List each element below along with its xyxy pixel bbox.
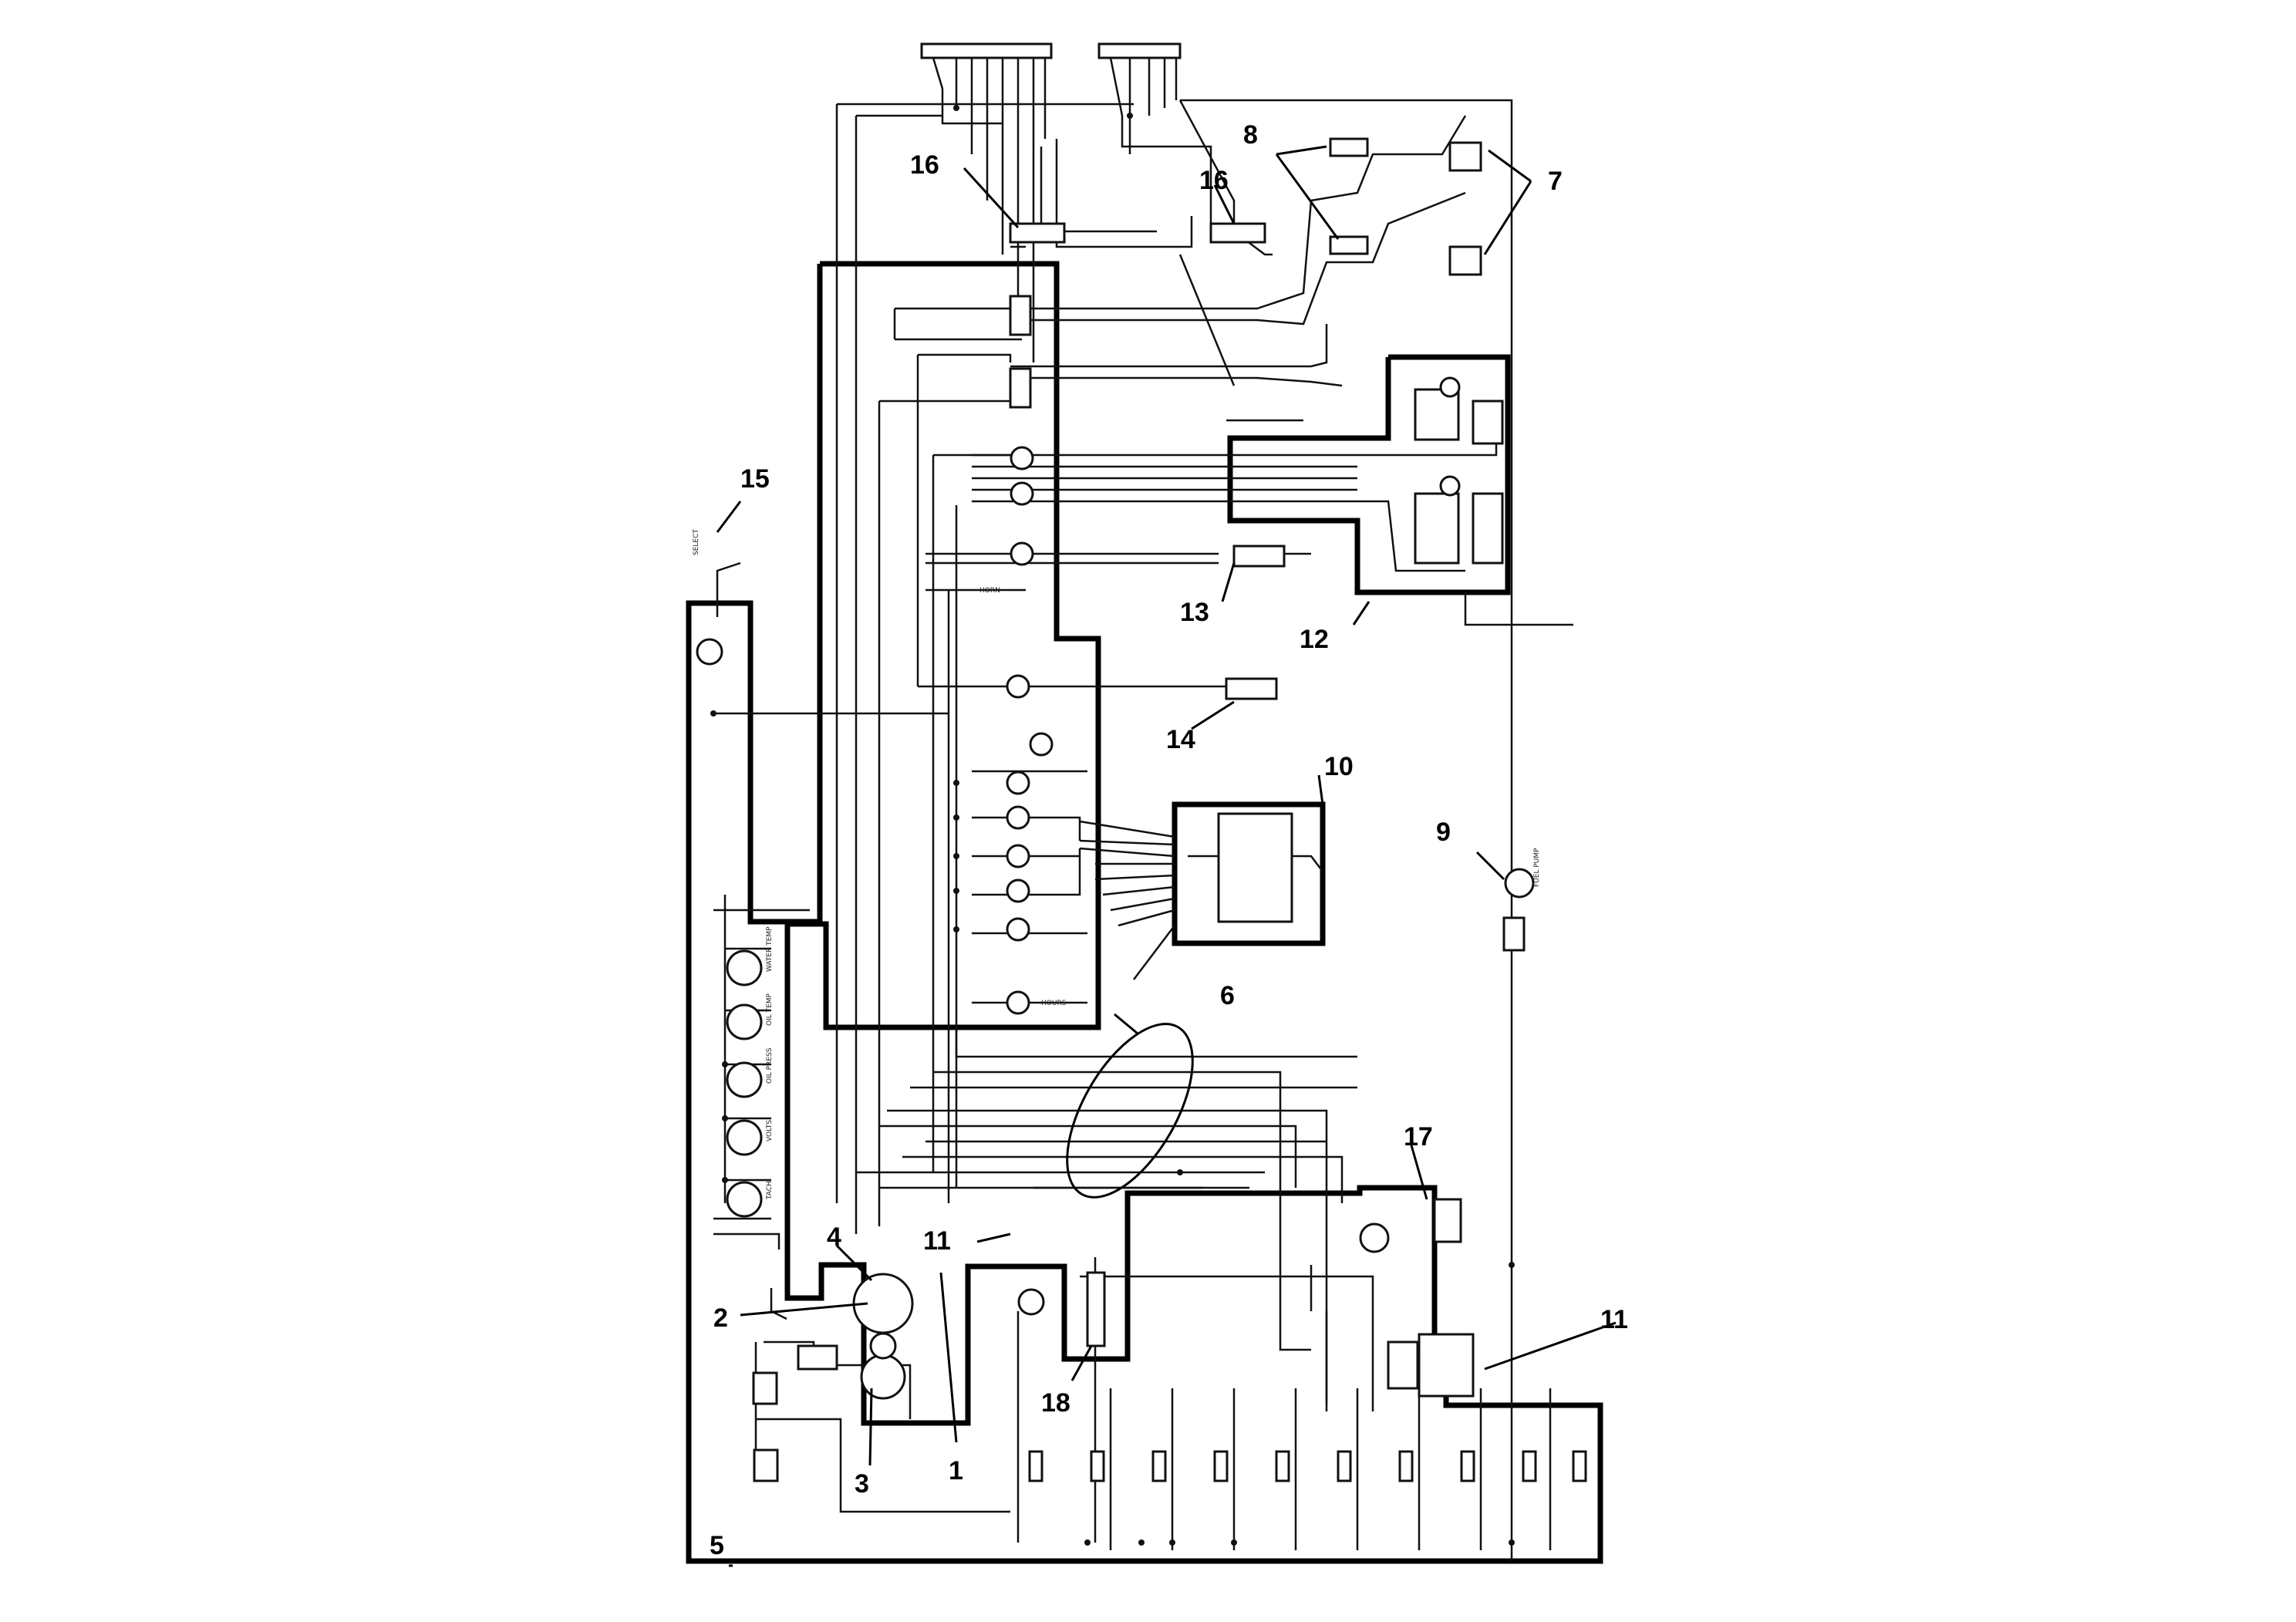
relay-17 — [1433, 1198, 1462, 1243]
label-fuel-pump: FUEL PUMP — [1533, 848, 1541, 887]
callout-15: 15 — [740, 464, 770, 494]
gauges — [696, 376, 1535, 1400]
callout-16a: 16 — [910, 150, 939, 180]
callout-1: 1 — [949, 1456, 963, 1485]
top-connector-right — [1097, 42, 1182, 59]
relay-start — [797, 1344, 838, 1371]
callout-11a: 11 — [923, 1226, 951, 1256]
coil-16b — [1209, 222, 1266, 244]
callout-leaders — [716, 145, 1617, 1567]
top-connector-left — [920, 42, 1053, 59]
label-horn: HORN — [979, 587, 1000, 595]
label-hours: HOURS — [1041, 1000, 1067, 1007]
callout-6: 6 — [1220, 981, 1235, 1010]
callout-12: 12 — [1300, 625, 1329, 654]
connector-8a — [1329, 137, 1369, 157]
wiring — [696, 42, 1587, 1561]
relay-11b — [1387, 1340, 1419, 1390]
callout-13: 13 — [1180, 598, 1209, 627]
relay-lower — [1009, 367, 1032, 409]
callout-18: 18 — [1041, 1388, 1070, 1418]
components — [752, 137, 1526, 1482]
fuse-row — [1028, 1450, 1587, 1482]
callout-7a: 7 — [1548, 167, 1563, 196]
module-7b — [1448, 245, 1482, 276]
callout-2: 2 — [713, 1303, 728, 1333]
module-18 — [1086, 1271, 1106, 1347]
module-7a — [1448, 141, 1482, 172]
label-water-temp: WATER TEMP — [766, 926, 774, 972]
label-select-switch: SELECT — [693, 529, 700, 555]
coil-13 — [1232, 545, 1286, 568]
label-oil-press: OIL PRESS — [766, 1047, 774, 1084]
module-11b — [1418, 1333, 1475, 1398]
harness-ellipse-6 — [1066, 1023, 1194, 1199]
relay-5 — [753, 1448, 779, 1482]
callout-5: 5 — [710, 1531, 724, 1560]
label-oil-temp: OIL TEMP — [766, 993, 774, 1026]
callout-17: 17 — [1404, 1122, 1433, 1152]
switch-9 — [1502, 916, 1526, 952]
switch-left — [752, 1371, 778, 1405]
component-labels: SELECT FUEL PUMP HORN TACH VOLTS OIL PRE… — [693, 529, 1541, 1200]
callout-10: 10 — [1324, 752, 1354, 781]
coil-16a — [1009, 222, 1066, 244]
callout-11b: 11 — [1600, 1305, 1628, 1334]
callout-numbers: 1 2 3 4 5 6 7 8 9 10 11 11 12 13 14 15 1… — [710, 120, 1628, 1560]
relay-upper — [1009, 295, 1032, 336]
callout-8: 8 — [1243, 120, 1258, 150]
label-volts: VOLTS — [766, 1120, 774, 1141]
region-12-outline — [1227, 354, 1511, 595]
terminal-block-10 — [1217, 812, 1293, 923]
connector-8b — [1329, 235, 1369, 255]
panel-outline — [686, 261, 1603, 1564]
label-tach: TACH — [766, 1181, 774, 1200]
callout-3: 3 — [855, 1469, 869, 1499]
contactor-a — [1414, 388, 1460, 441]
region-10-outline — [1172, 801, 1326, 946]
contactor-c — [1472, 400, 1504, 445]
callout-14: 14 — [1166, 725, 1195, 754]
callout-16b: 16 — [1199, 166, 1229, 195]
coil-14 — [1225, 677, 1278, 700]
junction-dots — [710, 105, 1515, 1546]
contactor-d — [1472, 492, 1504, 565]
callout-9: 9 — [1436, 818, 1451, 847]
heavy-outlines — [686, 261, 1603, 1564]
callout-4: 4 — [827, 1222, 841, 1252]
contactor-b — [1414, 492, 1460, 565]
